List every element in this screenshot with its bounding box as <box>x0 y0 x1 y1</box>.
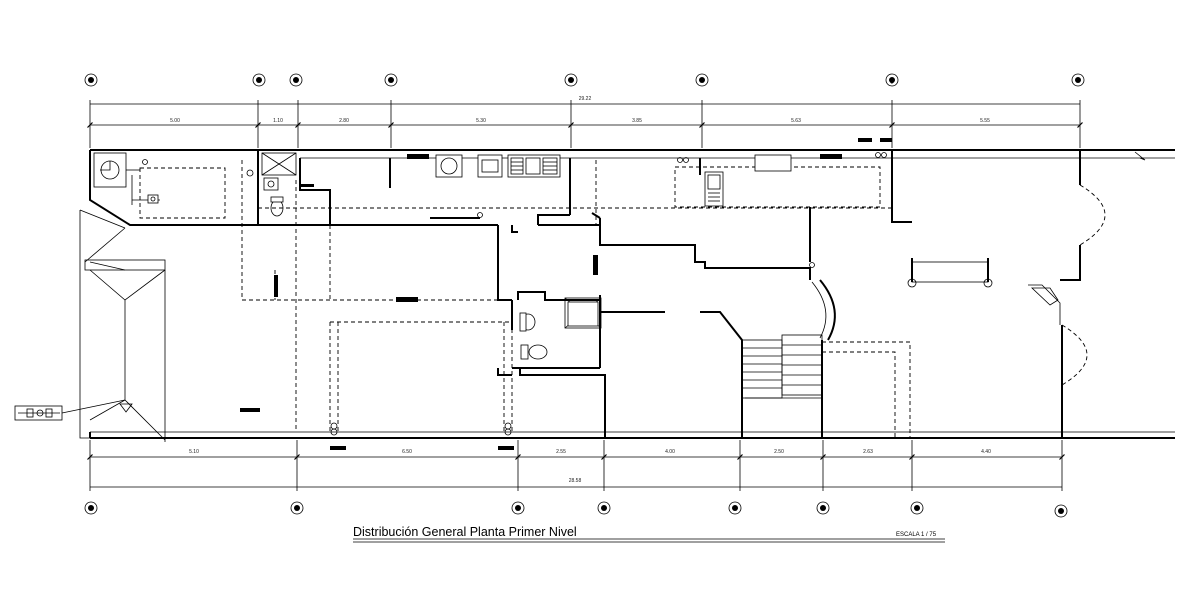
dimension-tick-mark <box>1059 454 1065 460</box>
bottom-overall-dimension: 28.58 <box>569 478 582 484</box>
dimension-tick-mark <box>87 122 93 128</box>
axis-marker: f <box>511 501 525 515</box>
dimension-tick-mark <box>601 454 607 460</box>
dimension-tick-mark <box>820 454 826 460</box>
dimension-tick-mark <box>737 454 743 460</box>
axis-marker: f <box>695 73 709 87</box>
axis-marker: g <box>885 73 899 87</box>
dimension-tick-mark <box>295 122 301 128</box>
svg-text:e: e <box>569 78 573 84</box>
top-overall-dimension: 29.22 <box>579 96 592 102</box>
drawing-title: Distribución General Planta Primer Nivel <box>353 525 577 539</box>
staircase <box>741 279 836 438</box>
axis-marker: a <box>84 501 98 515</box>
svg-text:i: i <box>734 506 736 512</box>
bottom-dim-1: 5.10 <box>189 449 199 455</box>
axis-marker: i <box>728 501 742 515</box>
exterior-walls <box>89 149 1175 439</box>
title-block: Distribución General Planta Primer Nivel… <box>353 525 945 543</box>
bottom-dimension-chain: 28.58 5.10 6.50 2.55 4.00 2.50 2.63 4.40 <box>87 440 1065 491</box>
axis-marker: a <box>84 73 98 87</box>
axis-marker: h <box>597 501 611 515</box>
axis-marker: b <box>252 73 266 87</box>
dimension-tick-mark <box>255 122 261 128</box>
bottom-dim-3: 2.55 <box>556 449 566 455</box>
dimension-tick-mark <box>699 122 705 128</box>
top-dim-2: 1.10 <box>273 118 283 124</box>
axis-marker: m <box>910 501 924 515</box>
dimension-tick-mark <box>909 454 915 460</box>
dimension-tick-mark <box>388 122 394 128</box>
svg-text:a: a <box>89 78 93 84</box>
bottom-dim-2: 6.50 <box>402 449 412 455</box>
svg-text:a: a <box>89 506 93 512</box>
svg-text:g: g <box>890 78 894 84</box>
dimension-tick-mark <box>294 454 300 460</box>
top-dim-5: 3.85 <box>632 118 642 124</box>
hidden-lines <box>241 160 892 436</box>
scale-label: ESCALA 1 / 75 <box>896 532 937 538</box>
svg-text:d: d <box>389 78 393 84</box>
bottom-dim-6: 2.63 <box>863 449 873 455</box>
bottom-dim-5: 2.50 <box>774 449 784 455</box>
top-dim-1: 5.00 <box>170 118 180 124</box>
svg-text:n: n <box>1059 509 1063 515</box>
axis-marker: d <box>384 73 398 87</box>
kitchen-fixtures <box>389 154 571 215</box>
exterior-connection-symbol <box>14 399 126 421</box>
top-dim-6: 5.63 <box>791 118 801 124</box>
top-grid-axes: a b c d e f g h <box>84 73 1085 87</box>
dimension-tick-mark <box>889 122 895 128</box>
service-area <box>93 152 226 219</box>
axis-marker: h <box>1071 73 1085 87</box>
top-dim-3: 2.80 <box>339 118 349 124</box>
dimension-tick-mark <box>515 454 521 460</box>
svg-text:h: h <box>602 506 606 512</box>
axis-marker: d <box>290 501 304 515</box>
annotation-tags <box>240 184 598 450</box>
bottom-dim-4: 4.00 <box>665 449 675 455</box>
axis-marker: c <box>289 73 303 87</box>
svg-text:d: d <box>295 506 299 512</box>
svg-text:h: h <box>1076 78 1080 84</box>
top-dim-7: 5.55 <box>980 118 990 124</box>
toilet-icon <box>528 344 548 360</box>
dimension-tick-mark <box>568 122 574 128</box>
top-bathroom <box>246 152 297 217</box>
bottom-grid-axes: a d f h i k m n <box>84 501 1068 518</box>
left-roof-area <box>79 209 166 442</box>
center-bathroom <box>519 297 602 360</box>
dimension-tick-mark <box>1077 122 1083 128</box>
right-kitchen <box>674 138 912 262</box>
top-dim-4: 5.30 <box>476 118 486 124</box>
svg-text:f: f <box>517 506 520 512</box>
svg-text:c: c <box>294 78 298 84</box>
svg-text:f: f <box>701 78 704 84</box>
right-bay-area <box>822 151 1146 438</box>
bottom-dim-7: 4.40 <box>981 449 991 455</box>
axis-marker: n <box>1054 504 1068 518</box>
axis-marker: k <box>816 501 830 515</box>
top-dimension-chain: 29.22 5.00 1.10 2.80 5.30 3.85 5.63 5.55 <box>87 96 1083 148</box>
svg-text:m: m <box>914 506 919 512</box>
axis-marker: e <box>564 73 578 87</box>
svg-text:b: b <box>257 78 261 84</box>
svg-text:k: k <box>821 506 825 512</box>
dimension-tick-mark <box>87 454 93 460</box>
